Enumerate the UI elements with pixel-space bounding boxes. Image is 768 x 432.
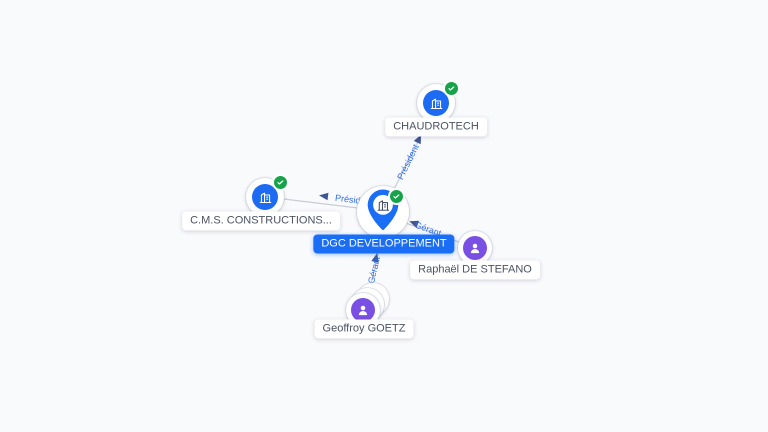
- verified-badge-icon: [272, 174, 289, 191]
- building-icon: [430, 98, 442, 109]
- arrowhead-to-chaudrotech: [413, 134, 422, 145]
- verified-badge-icon: [388, 188, 405, 205]
- user-icon: [470, 243, 480, 254]
- node-label-geoffroy-goetz[interactable]: Geoffroy GOETZ: [314, 319, 414, 339]
- verified-badge-icon: [443, 80, 460, 97]
- person-icon: [463, 236, 487, 260]
- person-icon: [351, 298, 375, 322]
- user-icon: [358, 305, 368, 316]
- building-icon: [259, 192, 271, 203]
- node-label-chaudrotech[interactable]: CHAUDROTECH: [385, 117, 487, 137]
- arrowhead-to-dgc-from-geoffroy: [371, 253, 379, 263]
- company-icon: [423, 90, 449, 116]
- arrowhead-to-dgc-from-raphael: [409, 220, 420, 228]
- node-label-dgc-developpement[interactable]: DGC DEVELOPPEMENT: [313, 234, 455, 254]
- node-label-cms-constructions[interactable]: C.M.S. CONSTRUCTIONS...: [182, 211, 340, 231]
- node-label-raphael-de-stefano[interactable]: Raphaël DE STEFANO: [410, 260, 540, 280]
- person-node-circle: [458, 231, 492, 265]
- arrowhead-to-cms: [319, 192, 329, 201]
